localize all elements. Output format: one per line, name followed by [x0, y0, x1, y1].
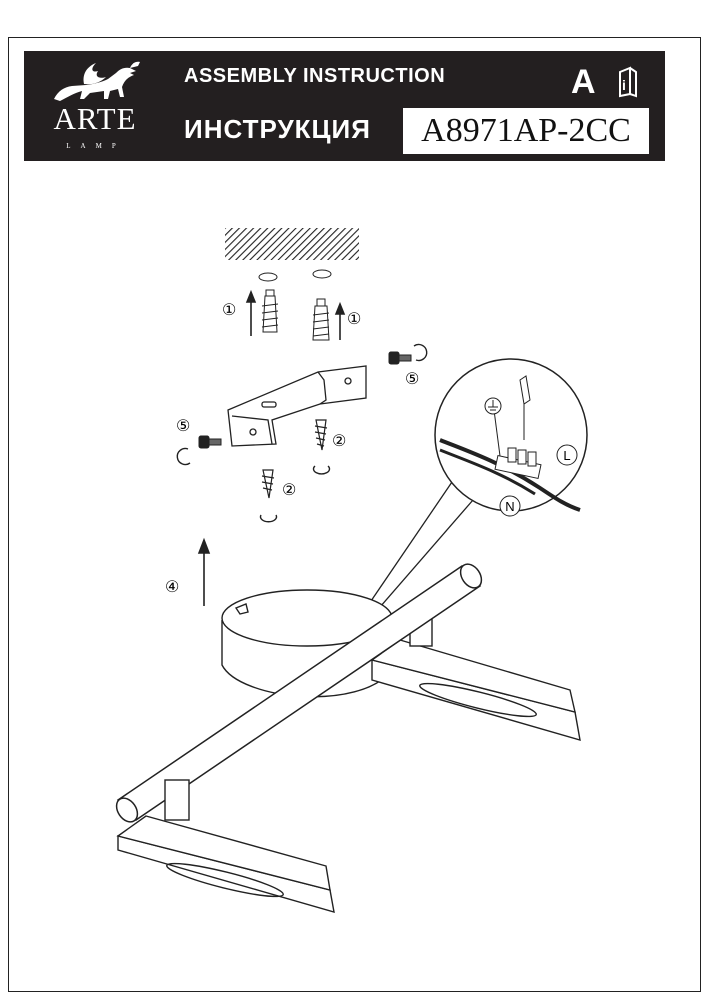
- neutral-label: N: [505, 499, 514, 514]
- info-manual-icon: i: [619, 66, 637, 98]
- header-bar: ARTE LAMP ASSEMBLY INSTRUCTION ИНСТРУКЦИ…: [24, 51, 665, 161]
- screw-icon: [261, 419, 328, 499]
- washer-icon: [176, 343, 428, 523]
- brand-name: ARTE: [53, 101, 137, 136]
- class-letter: A: [571, 63, 596, 101]
- title-russian: ИНСТРУКЦИЯ: [184, 114, 371, 144]
- wall-plug-icon: [312, 298, 330, 341]
- step-label-5: ⑤: [405, 371, 419, 388]
- model-number: A8971AP-2CC: [403, 108, 649, 154]
- mounting-bracket: [227, 365, 367, 447]
- step-label-1: ①: [222, 302, 236, 319]
- ceiling-canopy: [221, 589, 393, 698]
- wiring-detail-circle: [434, 358, 588, 512]
- step-label-2: ②: [332, 433, 346, 450]
- ceiling-hatch: [225, 228, 359, 260]
- spot-head-left: [116, 779, 335, 913]
- step-label-5: ⑤: [176, 418, 190, 435]
- step-label-1: ①: [347, 311, 361, 328]
- page-frame: [8, 37, 701, 992]
- bolt-icon: [198, 351, 412, 449]
- title-english: ASSEMBLY INSTRUCTION: [184, 65, 446, 87]
- mounting-bar: [115, 563, 483, 823]
- drill-hole-icon: [312, 269, 332, 279]
- ground-symbol-icon: [484, 397, 502, 415]
- terminal-block-icon: [439, 375, 581, 512]
- brand-logo: ARTE LAMP: [24, 51, 164, 161]
- wall-plug-icon: [261, 289, 279, 333]
- brand-subtitle: LAMP: [66, 142, 126, 150]
- step-label-2: ②: [282, 482, 296, 499]
- step-label-4: ④: [165, 579, 179, 596]
- svg-text:i: i: [622, 77, 626, 93]
- drill-hole-icon: [258, 272, 278, 282]
- live-label: L: [563, 448, 570, 463]
- griffin-logo-icon: [54, 61, 140, 101]
